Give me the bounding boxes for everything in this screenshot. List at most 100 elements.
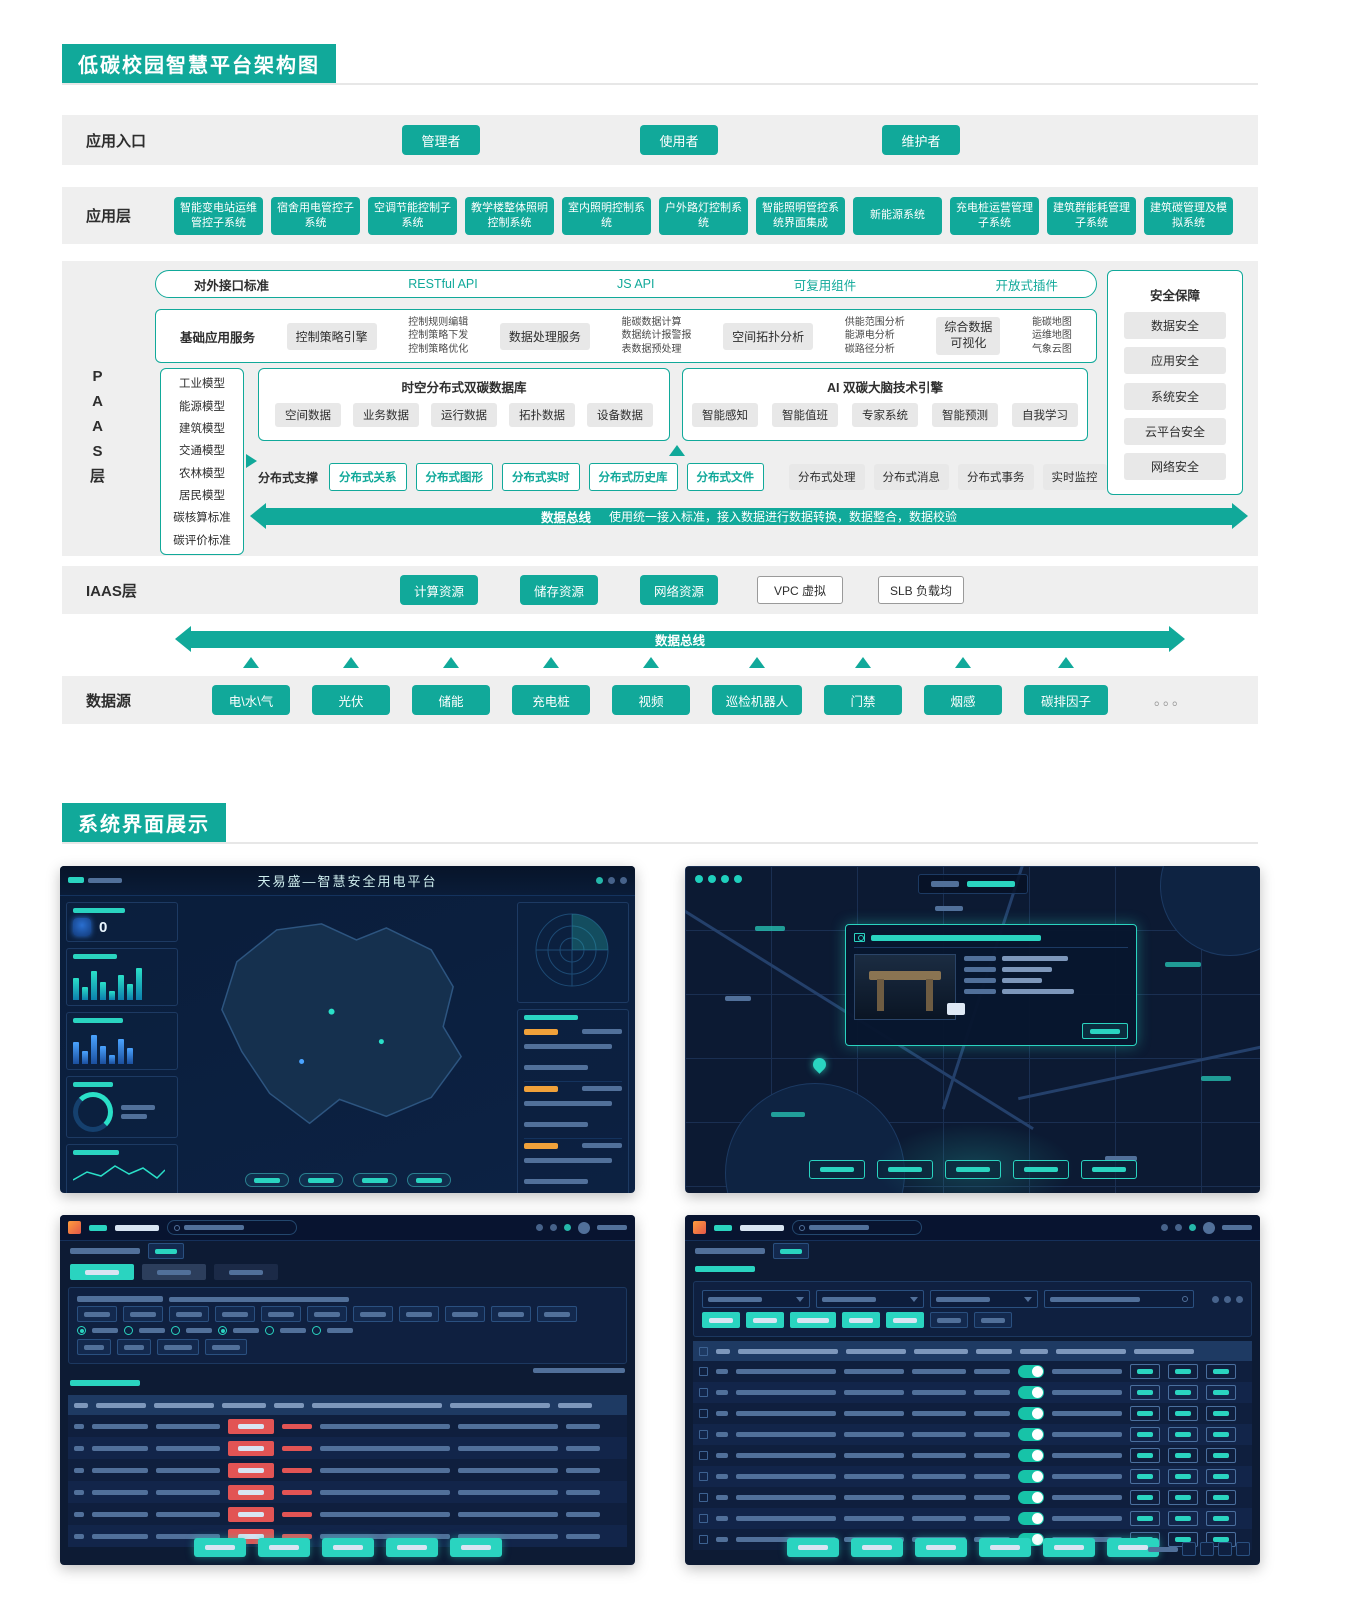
camera-button — [947, 1003, 965, 1015]
toolbar-button — [257, 1538, 310, 1557]
tab-active — [70, 1264, 134, 1280]
cell-placeholder — [156, 1533, 220, 1539]
toolbar-button — [321, 1538, 374, 1557]
resource-box: 储存资源 — [520, 575, 598, 605]
camera-icon — [854, 933, 865, 942]
cell-placeholder — [320, 1489, 450, 1495]
chevron-down-icon — [910, 1296, 918, 1302]
text-placeholder — [797, 1545, 828, 1550]
cell-placeholder — [566, 1423, 600, 1429]
table-title-row — [60, 1375, 635, 1391]
alert-text-placeholder — [282, 1533, 312, 1539]
logo-text-placeholder — [740, 1224, 784, 1231]
tab-bar — [60, 1261, 635, 1283]
text-placeholder — [406, 1311, 432, 1317]
filter-chip — [445, 1306, 485, 1322]
cell-placeholder — [458, 1533, 558, 1539]
edit-button — [1168, 1364, 1198, 1379]
field-label-placeholder — [964, 978, 996, 983]
text-placeholder — [361, 1177, 388, 1183]
alarm-item — [524, 1025, 622, 1082]
model-item: 工业模型 — [179, 378, 225, 391]
field-row — [964, 978, 1128, 983]
line-chart-widget — [66, 1144, 178, 1193]
filter-chip — [77, 1306, 117, 1322]
filter-actions — [77, 1339, 618, 1355]
text-placeholder — [797, 1317, 829, 1323]
detail-button — [1130, 1469, 1160, 1484]
row-checkbox — [699, 1367, 708, 1376]
text-placeholder — [989, 1545, 1020, 1550]
message-icon — [1189, 1224, 1196, 1231]
interface-item: 开放式插件 — [995, 278, 1058, 293]
model-item: 居民模型 — [179, 489, 225, 502]
text-placeholder — [1175, 1369, 1191, 1374]
datasource-box: 电\水\气 — [212, 685, 290, 715]
alarm-time-placeholder — [582, 1086, 622, 1091]
cell-placeholder — [736, 1432, 836, 1437]
map-label-placeholder — [1201, 1076, 1231, 1081]
field-row — [964, 967, 1128, 972]
model-item: 碳评价标准 — [173, 534, 231, 547]
text-placeholder — [925, 1545, 956, 1550]
database-box: 时空分布式双碳数据库 空间数据 业务数据 运行数据 拓扑数据 设备数据 — [258, 368, 670, 441]
table-row — [68, 1437, 627, 1459]
text-placeholder — [524, 1122, 588, 1128]
bus-desc: 使用统一接入标准，接入数据进行数据转换，数据整合，数据校验 — [609, 509, 958, 524]
edit-button — [1168, 1427, 1198, 1442]
ai-engine-items: 智能感知 智能值班 专家系统 智能预测 自我学习 — [683, 403, 1087, 427]
toolbar-button — [914, 1538, 967, 1557]
text-placeholder — [981, 1317, 1005, 1323]
table-row — [693, 1487, 1252, 1508]
admin-topbar — [685, 1215, 1260, 1241]
alarm-list — [524, 1025, 622, 1193]
cell-placeholder — [736, 1390, 836, 1395]
placeholder-text — [809, 1225, 869, 1230]
radio-icon — [77, 1326, 86, 1335]
alarm-head — [524, 1029, 622, 1035]
table-row — [693, 1445, 1252, 1466]
cell-placeholder — [1052, 1411, 1122, 1416]
map-marker — [328, 1008, 335, 1015]
text-placeholder — [1213, 1411, 1229, 1416]
interface-item: JS API — [616, 277, 655, 291]
breadcrumb-placeholder — [695, 1248, 765, 1254]
placeholder-text — [184, 1225, 244, 1230]
basic-services-bar: 基础应用服务 控制策略引擎 控制规则编辑控制策略下发控制策略优化 数据处理服务 … — [155, 309, 1097, 363]
cell-placeholder — [92, 1445, 148, 1451]
text-placeholder — [822, 1296, 876, 1302]
delete-button — [1206, 1406, 1236, 1421]
cell-placeholder — [974, 1432, 1010, 1437]
arrow-cell — [312, 657, 390, 668]
distributed-item: 分布式消息 — [873, 464, 950, 490]
cell-placeholder — [716, 1537, 728, 1542]
cell-placeholder — [74, 1445, 84, 1451]
status-toggle — [1018, 1491, 1044, 1504]
arrow-cell — [924, 657, 1002, 668]
datasource-items: 电\水\气 光伏 储能 充电桩 视频 巡检机器人 门禁 烟感 碳排因子 。。。 — [212, 685, 1188, 715]
bus-label: 数据总线 — [540, 510, 591, 525]
app-system-box: 宿舍用电管控子系统 — [271, 196, 360, 235]
service-box: 控制策略引擎 — [286, 322, 377, 350]
filter-button — [117, 1339, 151, 1355]
cell-placeholder — [974, 1474, 1010, 1479]
action-button — [746, 1312, 784, 1328]
avatar — [1203, 1221, 1215, 1234]
distributed-item: 分布式历史库 — [588, 463, 678, 491]
map-shape — [221, 923, 463, 1125]
bar — [73, 1042, 79, 1064]
table-row — [68, 1415, 627, 1437]
map-area — [1160, 866, 1260, 956]
dashboard-header: 天易盛—智慧安全用电平台 — [60, 866, 635, 896]
delete-button — [1206, 1490, 1236, 1505]
alarm-line — [524, 1095, 622, 1113]
widget-title-placeholder — [73, 954, 117, 959]
toolbar-button — [850, 1538, 903, 1557]
bus-label: 数据总线 — [654, 633, 705, 648]
bar — [136, 968, 142, 1000]
cell-placeholder — [716, 1411, 728, 1416]
text-placeholder — [1175, 1474, 1191, 1479]
text-placeholder — [1137, 1369, 1153, 1374]
status-toggle — [1018, 1470, 1044, 1483]
map-label-placeholder — [935, 906, 963, 911]
